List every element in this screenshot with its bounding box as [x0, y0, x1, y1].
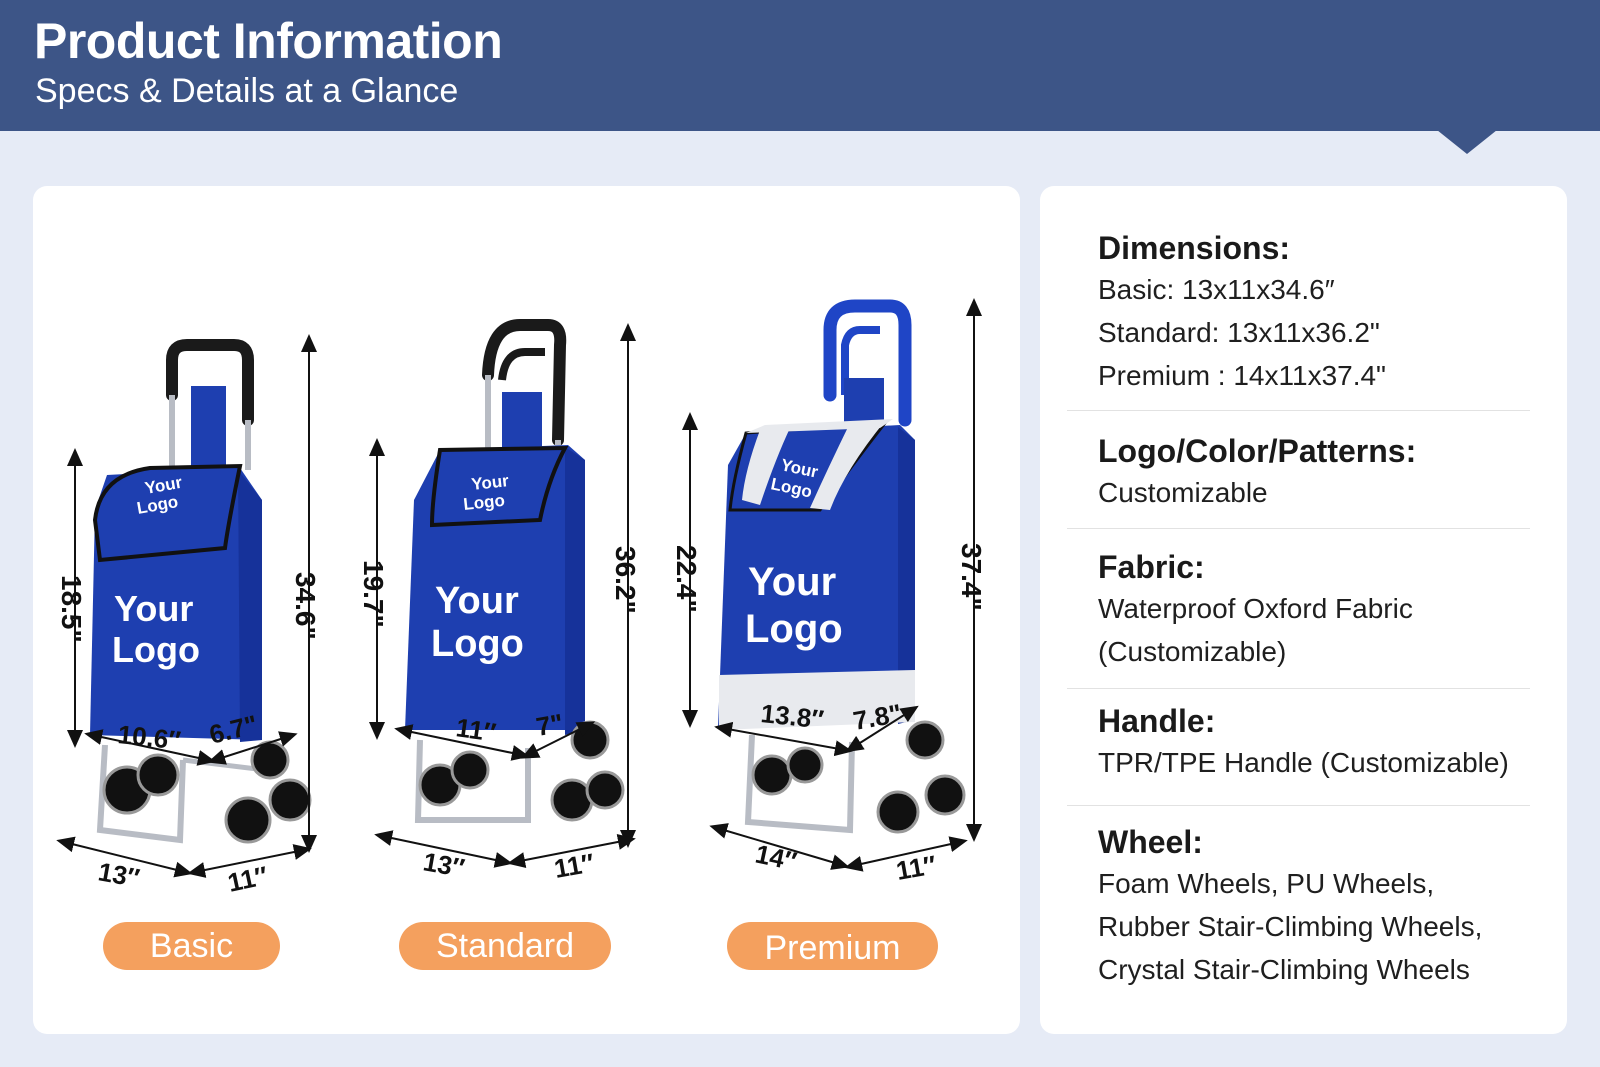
premium-bag-logo-line2: Logo	[745, 607, 843, 651]
spec-logo-color-title: Logo/Color/Patterns:	[1098, 433, 1417, 469]
spec-dimensions-basic: Basic: 13x11x34.6″	[1098, 274, 1335, 305]
spec-divider	[1067, 688, 1530, 689]
spec-dimensions-title: Dimensions:	[1098, 230, 1291, 266]
basic-bag-width: 10.6″	[116, 719, 182, 755]
premium-bag-logo-line1: Your	[748, 560, 836, 604]
spec-logo-color: Logo/Color/Patterns: Customizable	[1098, 431, 1538, 514]
spec-logo-color-value: Customizable	[1098, 477, 1268, 508]
spec-wheel-value-2: Rubber Stair-Climbing Wheels,	[1098, 911, 1483, 942]
standard-base-width: 13″	[421, 846, 467, 883]
spec-handle-value: TPR/TPE Handle (Customizable)	[1098, 747, 1509, 778]
standard-bag-width: 11″	[454, 712, 498, 747]
premium-base-depth: 11″	[894, 849, 939, 885]
header-notch	[1437, 130, 1497, 154]
tag-standard: Standard	[399, 922, 611, 970]
standard-base-depth: 11″	[552, 847, 597, 883]
spec-fabric: Fabric: Waterproof Oxford Fabric (Custom…	[1098, 547, 1538, 673]
basic-bag-logo-line1: Your	[114, 588, 193, 629]
standard-flap-logo-line1: Your	[470, 471, 510, 494]
basic-total-height: 34.6"	[290, 572, 321, 640]
spec-dimensions-standard: Standard: 13x11x36.2"	[1098, 317, 1380, 348]
standard-bag-logo-line1: Your	[435, 580, 519, 622]
premium-base-width: 14″	[753, 839, 800, 877]
standard-bag-depth: 7"	[534, 708, 566, 742]
trolley-standard: Your Logo Your Logo 19.7" 36.2" 11″ 7" 1…	[358, 319, 641, 884]
tag-premium: Premium	[727, 922, 938, 970]
spec-handle: Handle: TPR/TPE Handle (Customizable)	[1098, 701, 1538, 784]
spec-fabric-value-1: Waterproof Oxford Fabric	[1098, 593, 1413, 624]
standard-bag-height: 19.7"	[358, 560, 389, 628]
spec-fabric-value-2: (Customizable)	[1098, 636, 1287, 667]
basic-base-depth: 11″	[225, 860, 270, 898]
page-subtitle: Specs & Details at a Glance	[35, 72, 459, 110]
spec-wheel-title: Wheel:	[1098, 824, 1203, 860]
standard-flap-logo-line2: Logo	[462, 491, 505, 514]
page-title: Product Information	[34, 13, 503, 69]
premium-bag-width: 13.8″	[759, 698, 825, 734]
spec-wheel: Wheel: Foam Wheels, PU Wheels, Rubber St…	[1098, 822, 1538, 991]
spec-divider	[1067, 528, 1530, 529]
trolley-basic: Your Logo Your Logo 18.5" 34.6" 10.6″ 6.…	[56, 334, 321, 898]
tag-basic: Basic	[103, 922, 280, 970]
basic-bag-logo-line2: Logo	[112, 629, 200, 670]
spec-divider	[1067, 410, 1530, 411]
premium-bag-height: 22.4"	[671, 545, 702, 613]
spec-dimensions: Dimensions: Basic: 13x11x34.6″ Standard:…	[1098, 228, 1538, 397]
page-header	[0, 0, 1600, 131]
basic-bag-height: 18.5"	[56, 575, 87, 643]
spec-dimensions-premium: Premium : 14x11x37.4"	[1098, 360, 1386, 391]
spec-wheel-value-3: Crystal Stair-Climbing Wheels	[1098, 954, 1470, 985]
specs-panel	[1040, 186, 1567, 1034]
standard-bag-logo-line2: Logo	[431, 623, 524, 665]
spec-divider	[1067, 805, 1530, 806]
basic-base-width: 13″	[96, 856, 142, 893]
spec-handle-title: Handle:	[1098, 703, 1216, 739]
spec-wheel-value-1: Foam Wheels, PU Wheels,	[1098, 868, 1435, 899]
spec-fabric-title: Fabric:	[1098, 549, 1205, 585]
premium-total-height: 37.4"	[956, 543, 987, 611]
standard-total-height: 36.2"	[610, 546, 641, 614]
trolley-premium: Your Logo Your Logo 22.4" 37.4" 13.8″ 7.…	[671, 298, 987, 886]
